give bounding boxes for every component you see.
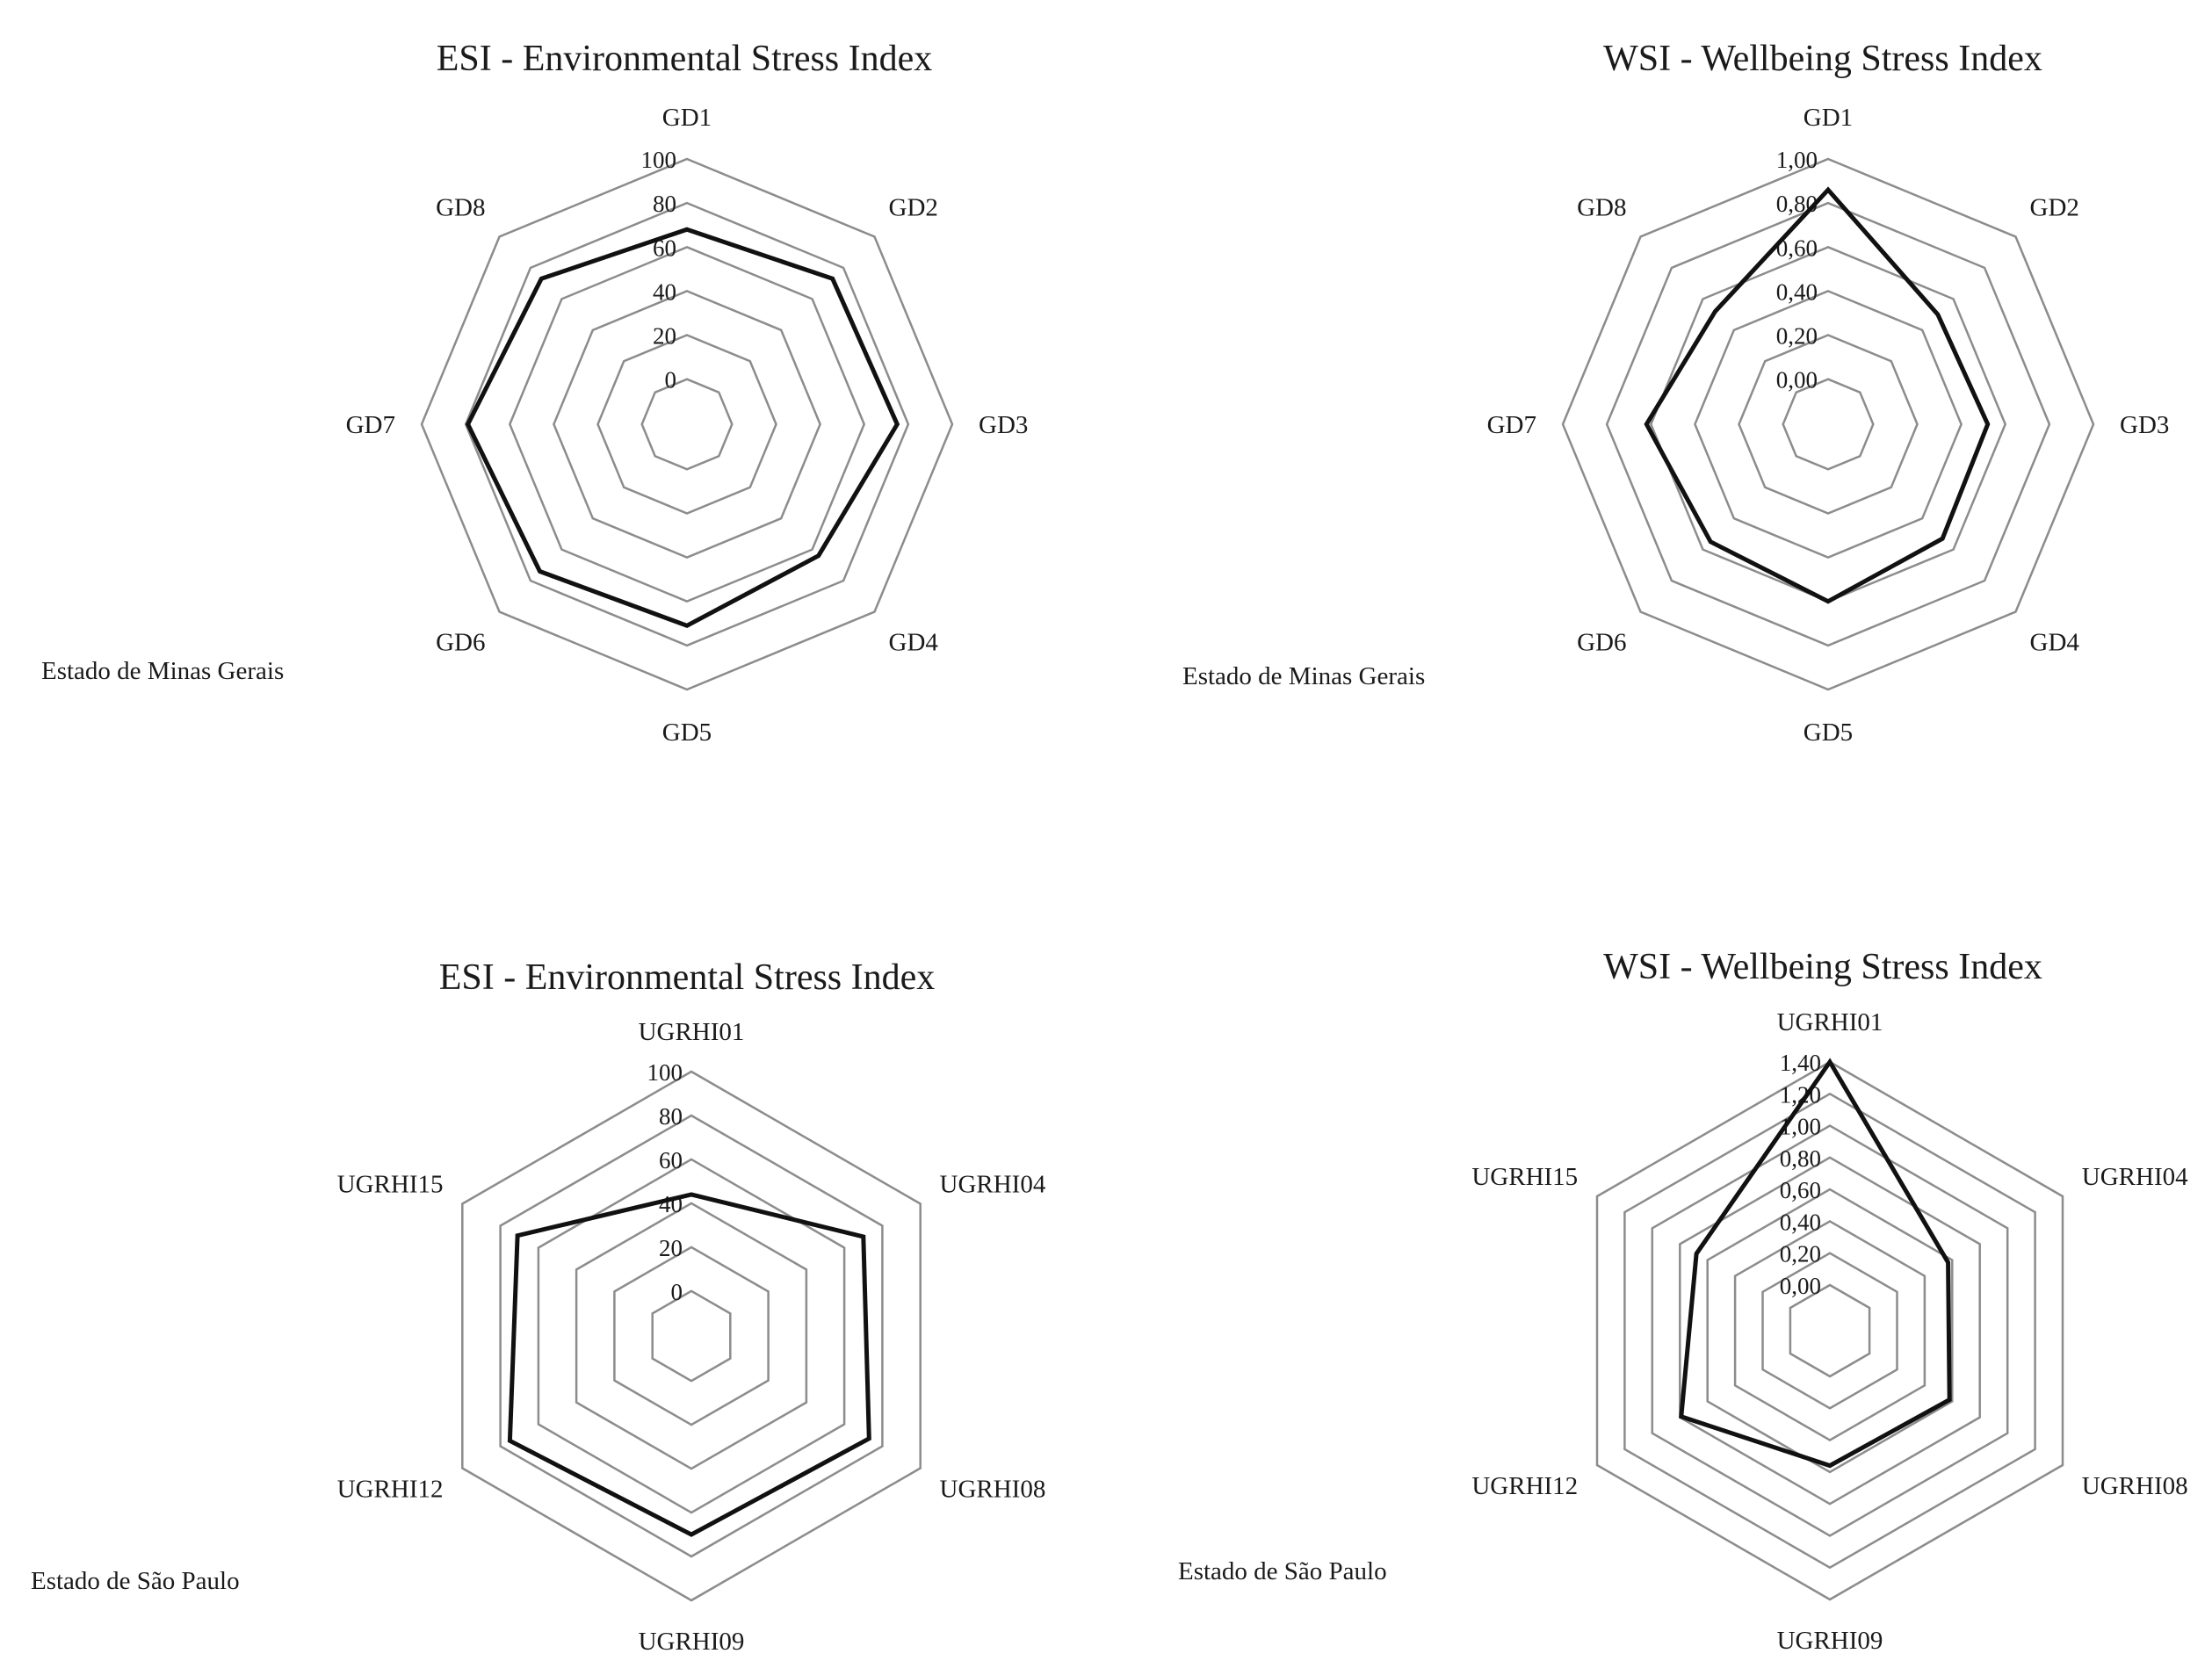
category-label-gd7: GD7 xyxy=(346,411,395,439)
radial-tick-label: 1,00 xyxy=(1776,147,1818,173)
radial-tick-label: 0,60 xyxy=(1780,1177,1821,1203)
category-label-gd6: GD6 xyxy=(1577,629,1626,657)
radial-tick-label: 0,40 xyxy=(1776,278,1818,305)
category-label-gd8: GD8 xyxy=(1577,194,1626,222)
category-label-ugrhi15: UGRHI15 xyxy=(1471,1163,1578,1191)
category-label-gd8: GD8 xyxy=(436,194,485,222)
radial-tick-label: 100 xyxy=(647,1059,683,1086)
radial-tick-label: 100 xyxy=(641,147,677,173)
category-label-gd4: GD4 xyxy=(889,629,939,657)
category-label-ugrhi15: UGRHI15 xyxy=(337,1171,444,1199)
grid-ring-4 xyxy=(1679,1156,1981,1506)
grid-ring-5 xyxy=(1561,157,2095,691)
category-label-gd2: GD2 xyxy=(2030,194,2079,222)
radial-tick-label: 20 xyxy=(659,1235,683,1261)
grid-ring-4 xyxy=(1605,201,2051,647)
radar-panel-esi-sao-paulo: ESI - Environmental Stress Index Estado … xyxy=(31,957,1046,1656)
category-label-gd1: GD1 xyxy=(662,104,712,132)
grid-ring-1 xyxy=(1738,334,1919,515)
grid-ring-6 xyxy=(1623,1092,2036,1570)
category-label-ugrhi09: UGRHI09 xyxy=(639,1628,745,1656)
grid-ring-2 xyxy=(1694,290,1963,559)
chart-title: ESI - Environmental Stress Index xyxy=(439,957,936,998)
data-series-line-0 xyxy=(465,227,900,629)
category-label-ugrhi08: UGRHI08 xyxy=(2082,1472,2188,1500)
radial-tick-label: 80 xyxy=(653,191,676,217)
radial-tick-label: 0,80 xyxy=(1776,191,1818,217)
category-label-gd3: GD3 xyxy=(979,411,1028,439)
category-label-ugrhi08: UGRHI08 xyxy=(940,1476,1046,1504)
grid-ring-0 xyxy=(651,1289,732,1383)
category-label-gd7: GD7 xyxy=(1487,411,1536,439)
category-label-ugrhi04: UGRHI04 xyxy=(2082,1163,2188,1191)
grid-ring-0 xyxy=(1789,1283,1871,1378)
radial-tick-label: 40 xyxy=(659,1191,683,1217)
radial-tick-label: 0,00 xyxy=(1776,367,1818,394)
grid-ring-1 xyxy=(596,334,777,515)
grid-ring-4 xyxy=(499,1114,884,1558)
grid-ring-0 xyxy=(1782,378,1875,471)
category-label-gd2: GD2 xyxy=(889,194,938,222)
radar-panel-wsi-minas-gerais: WSI - Wellbeing Stress Index Estado de M… xyxy=(1182,39,2169,747)
radar-panel-esi-minas-gerais: ESI - Environmental Stress Index Estado … xyxy=(41,39,1028,747)
grid-ring-3 xyxy=(1649,245,2007,603)
grid-ring-2 xyxy=(575,1202,808,1470)
radial-tick-label: 0,20 xyxy=(1780,1241,1821,1267)
region-label: Estado de Minas Gerais xyxy=(1182,662,1425,690)
radial-tick-label: 40 xyxy=(653,278,676,305)
grid-ring-2 xyxy=(553,290,821,559)
grid-ring-3 xyxy=(537,1158,846,1514)
chart-title: ESI - Environmental Stress Index xyxy=(437,39,933,79)
category-label-ugrhi09: UGRHI09 xyxy=(1777,1627,1883,1655)
radial-tick-label: 0 xyxy=(671,1279,683,1305)
category-label-ugrhi12: UGRHI12 xyxy=(1471,1472,1578,1500)
radial-tick-label: 0 xyxy=(665,367,677,394)
radial-tick-label: 60 xyxy=(659,1147,683,1173)
radial-tick-label: 20 xyxy=(653,323,676,350)
region-label: Estado de São Paulo xyxy=(31,1567,240,1595)
radial-tick-label: 0,00 xyxy=(1780,1273,1821,1299)
grid-ring-1 xyxy=(613,1246,770,1426)
grid-ring-1 xyxy=(1761,1252,1898,1410)
category-label-ugrhi01: UGRHI01 xyxy=(639,1018,745,1046)
data-series-line-0 xyxy=(1679,1058,1952,1469)
category-label-gd5: GD5 xyxy=(1804,718,1853,747)
category-label-gd4: GD4 xyxy=(2030,629,2080,657)
grid-ring-5 xyxy=(1651,1124,2009,1537)
category-label-ugrhi04: UGRHI04 xyxy=(940,1171,1046,1199)
grid-ring-7 xyxy=(1595,1060,2064,1601)
category-label-ugrhi01: UGRHI01 xyxy=(1777,1008,1883,1036)
data-series-line-0 xyxy=(507,1192,871,1537)
region-label: Estado de São Paulo xyxy=(1178,1557,1387,1585)
category-label-gd1: GD1 xyxy=(1804,104,1853,132)
radial-tick-label: 0,80 xyxy=(1780,1145,1821,1172)
category-label-gd3: GD3 xyxy=(2120,411,2169,439)
chart-title: WSI - Wellbeing Stress Index xyxy=(1603,947,2042,987)
grid-ring-5 xyxy=(461,1070,922,1602)
radial-tick-label: 1,40 xyxy=(1780,1050,1821,1076)
radial-tick-label: 0,20 xyxy=(1776,323,1818,350)
radial-tick-label: 80 xyxy=(659,1103,683,1130)
category-label-gd6: GD6 xyxy=(436,629,485,657)
chart-title: WSI - Wellbeing Stress Index xyxy=(1603,39,2042,79)
data-series-line-0 xyxy=(1644,186,1991,604)
radial-tick-label: 0,40 xyxy=(1780,1209,1821,1235)
grid-ring-5 xyxy=(420,157,954,691)
grid-ring-4 xyxy=(464,201,910,647)
category-label-gd5: GD5 xyxy=(662,718,712,747)
region-label: Estado de Minas Gerais xyxy=(41,657,284,685)
grid-ring-3 xyxy=(508,245,866,603)
grid-ring-2 xyxy=(1733,1219,1926,1442)
grid-ring-3 xyxy=(1706,1188,1954,1474)
radar-panel-wsi-sao-paulo: WSI - Wellbeing Stress Index Estado de S… xyxy=(1178,947,2188,1655)
category-label-ugrhi12: UGRHI12 xyxy=(337,1476,444,1504)
grid-ring-0 xyxy=(640,378,734,471)
